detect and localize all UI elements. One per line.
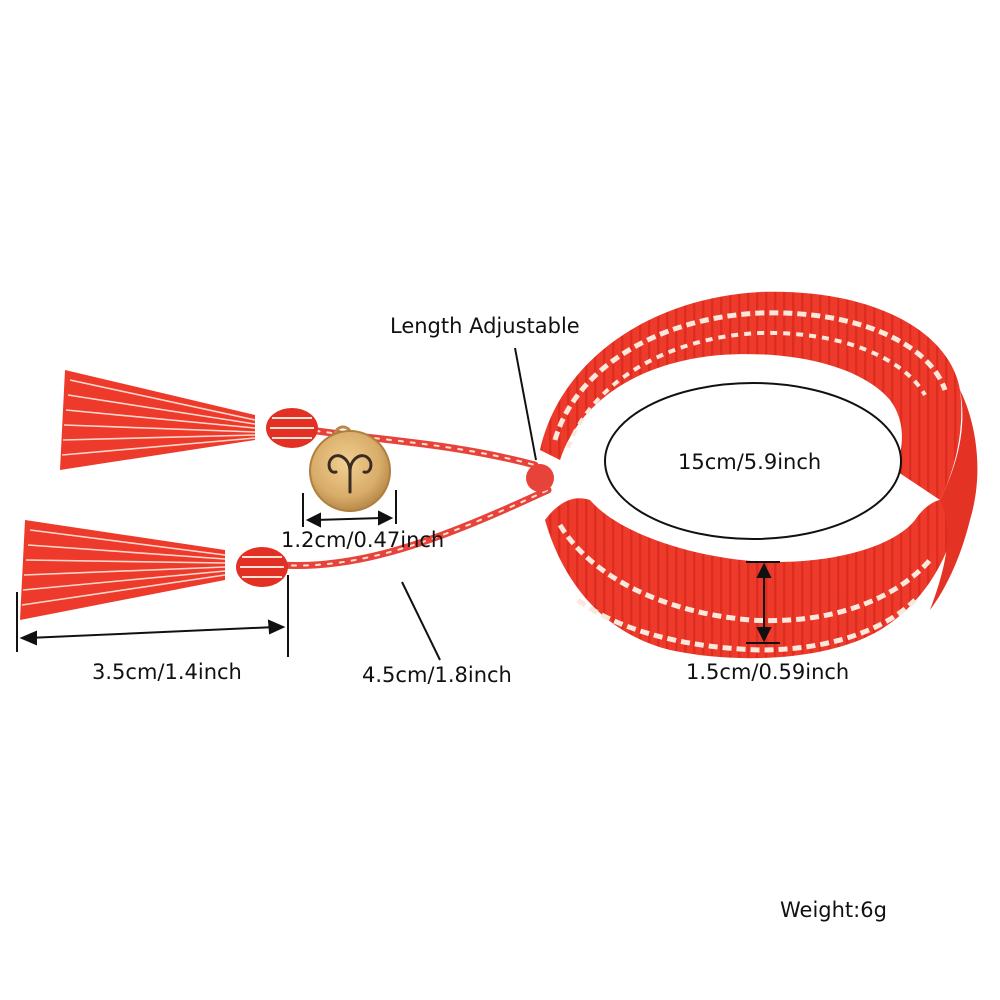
aries-zodiac-icon — [327, 454, 373, 494]
zodiac-pendant — [309, 425, 391, 512]
tassel-length-label: 3.5cm/1.4inch — [92, 660, 242, 684]
weight-label: Weight:6g — [780, 898, 887, 922]
length-adjustable-label: Length Adjustable — [390, 314, 580, 338]
lower-tassel — [20, 520, 288, 620]
woven-band — [540, 291, 978, 659]
band-width-label: 1.5cm/0.59inch — [686, 660, 850, 684]
upper-tassel — [60, 370, 318, 470]
inner-diameter-label: 15cm/5.9inch — [678, 450, 822, 474]
dimension-lines — [16, 347, 780, 661]
pendant-size-label: 1.2cm/0.47inch — [281, 528, 445, 552]
inner-diameter-ellipse — [604, 382, 902, 540]
cord-length-label: 4.5cm/1.8inch — [362, 663, 512, 687]
